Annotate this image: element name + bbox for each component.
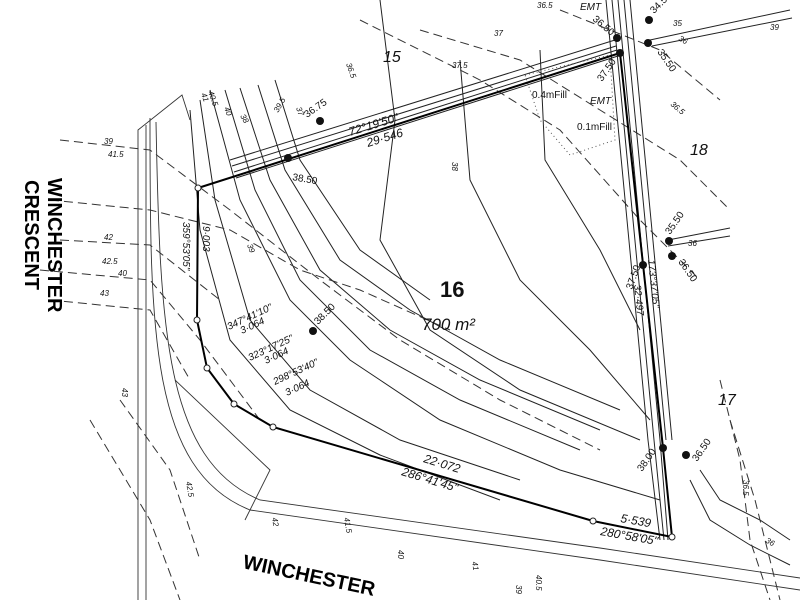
contour-label: 42.5 xyxy=(102,257,118,266)
contour-label: 36.5 xyxy=(537,1,553,10)
contour-label: 40.5 xyxy=(534,575,543,591)
contour-label: 43 xyxy=(120,388,129,397)
contour-label: 42.5 xyxy=(184,481,196,498)
street-name-west-line1: WINCHESTER xyxy=(43,178,65,313)
design-contour-lines xyxy=(39,9,781,600)
contour-label: 40 xyxy=(396,550,405,559)
contour-label: 36.5 xyxy=(741,480,750,496)
level-label: 36.75 xyxy=(302,97,329,121)
fill-area xyxy=(524,54,616,156)
contour-label: 40 xyxy=(118,269,127,278)
fill-label: 0.1mFill xyxy=(577,122,612,133)
level-label: 36.50 xyxy=(676,257,700,284)
road-edges xyxy=(137,94,800,600)
contour-label: 39 xyxy=(770,23,779,32)
contour-label: 35 xyxy=(673,19,682,28)
level-label: 36.50 xyxy=(590,14,617,39)
contour-label: 41.5 xyxy=(108,150,124,159)
contour-lines xyxy=(189,0,791,566)
contour-label: 40 xyxy=(222,106,234,118)
contour-label: 36 xyxy=(677,34,690,47)
neighbour-lot-15: 15 xyxy=(383,49,401,66)
contour-label: 38 xyxy=(450,162,459,171)
lot-boundary xyxy=(195,51,674,539)
emt-label: EMT xyxy=(580,2,602,13)
contour-label: 41 xyxy=(470,561,480,571)
level-label: 38.50 xyxy=(291,172,318,187)
contour-label: 43 xyxy=(100,289,109,298)
west-distance: 9·003 xyxy=(200,226,211,252)
south2-distance: 5·539 xyxy=(619,511,652,530)
lot-number: 16 xyxy=(440,277,464,302)
level-label: 35.50 xyxy=(655,47,679,74)
neighbour-lot-18: 18 xyxy=(690,142,708,159)
east-distance: 32·497 xyxy=(631,284,645,317)
fill-label: 0.4mFill xyxy=(532,90,567,101)
contour-label: 39 xyxy=(104,137,113,146)
west-bearing: 359°53'05" xyxy=(180,222,191,271)
boundary-dimensions: 72°19'50" 29·546 359°53'05" 9·003 347°41… xyxy=(180,110,661,548)
contour-label: 41 xyxy=(199,92,211,103)
contour-label: 37 xyxy=(494,29,503,38)
neighbour-lot-17: 17 xyxy=(718,392,737,409)
level-label: 36.50 xyxy=(690,437,714,464)
earthworks-labels: 0.4mFill 0.1mFill EMT EMT xyxy=(532,2,612,133)
street-name-west-line2: CRESCENT xyxy=(20,180,42,290)
lot-area: 700 m² xyxy=(422,315,476,334)
contour-label: 36.5 xyxy=(669,100,687,117)
contour-label: 42 xyxy=(270,517,281,528)
contour-label: 39 xyxy=(514,585,523,594)
contour-label: 36.5 xyxy=(344,62,358,80)
retaining-walls xyxy=(229,0,793,541)
contour-label: 39.5 xyxy=(272,96,288,114)
boundary-pins xyxy=(193,184,676,541)
contour-label: 37.5 xyxy=(452,61,468,70)
contour-label: 41.5 xyxy=(342,517,354,534)
level-points xyxy=(284,16,690,459)
contour-label: 36 xyxy=(764,536,777,549)
contour-label: 36 xyxy=(688,239,697,248)
east-bearing: 173°37'05" xyxy=(645,259,661,309)
level-label: 35.50 xyxy=(663,210,687,237)
level-label: 34.5 xyxy=(648,0,670,16)
contour-label: 39 xyxy=(245,243,257,255)
street-name-south: WINCHESTER xyxy=(241,551,378,600)
emt-label: EMT xyxy=(590,96,612,107)
contour-label: 37 xyxy=(294,106,306,118)
contour-label: 42 xyxy=(104,233,113,242)
